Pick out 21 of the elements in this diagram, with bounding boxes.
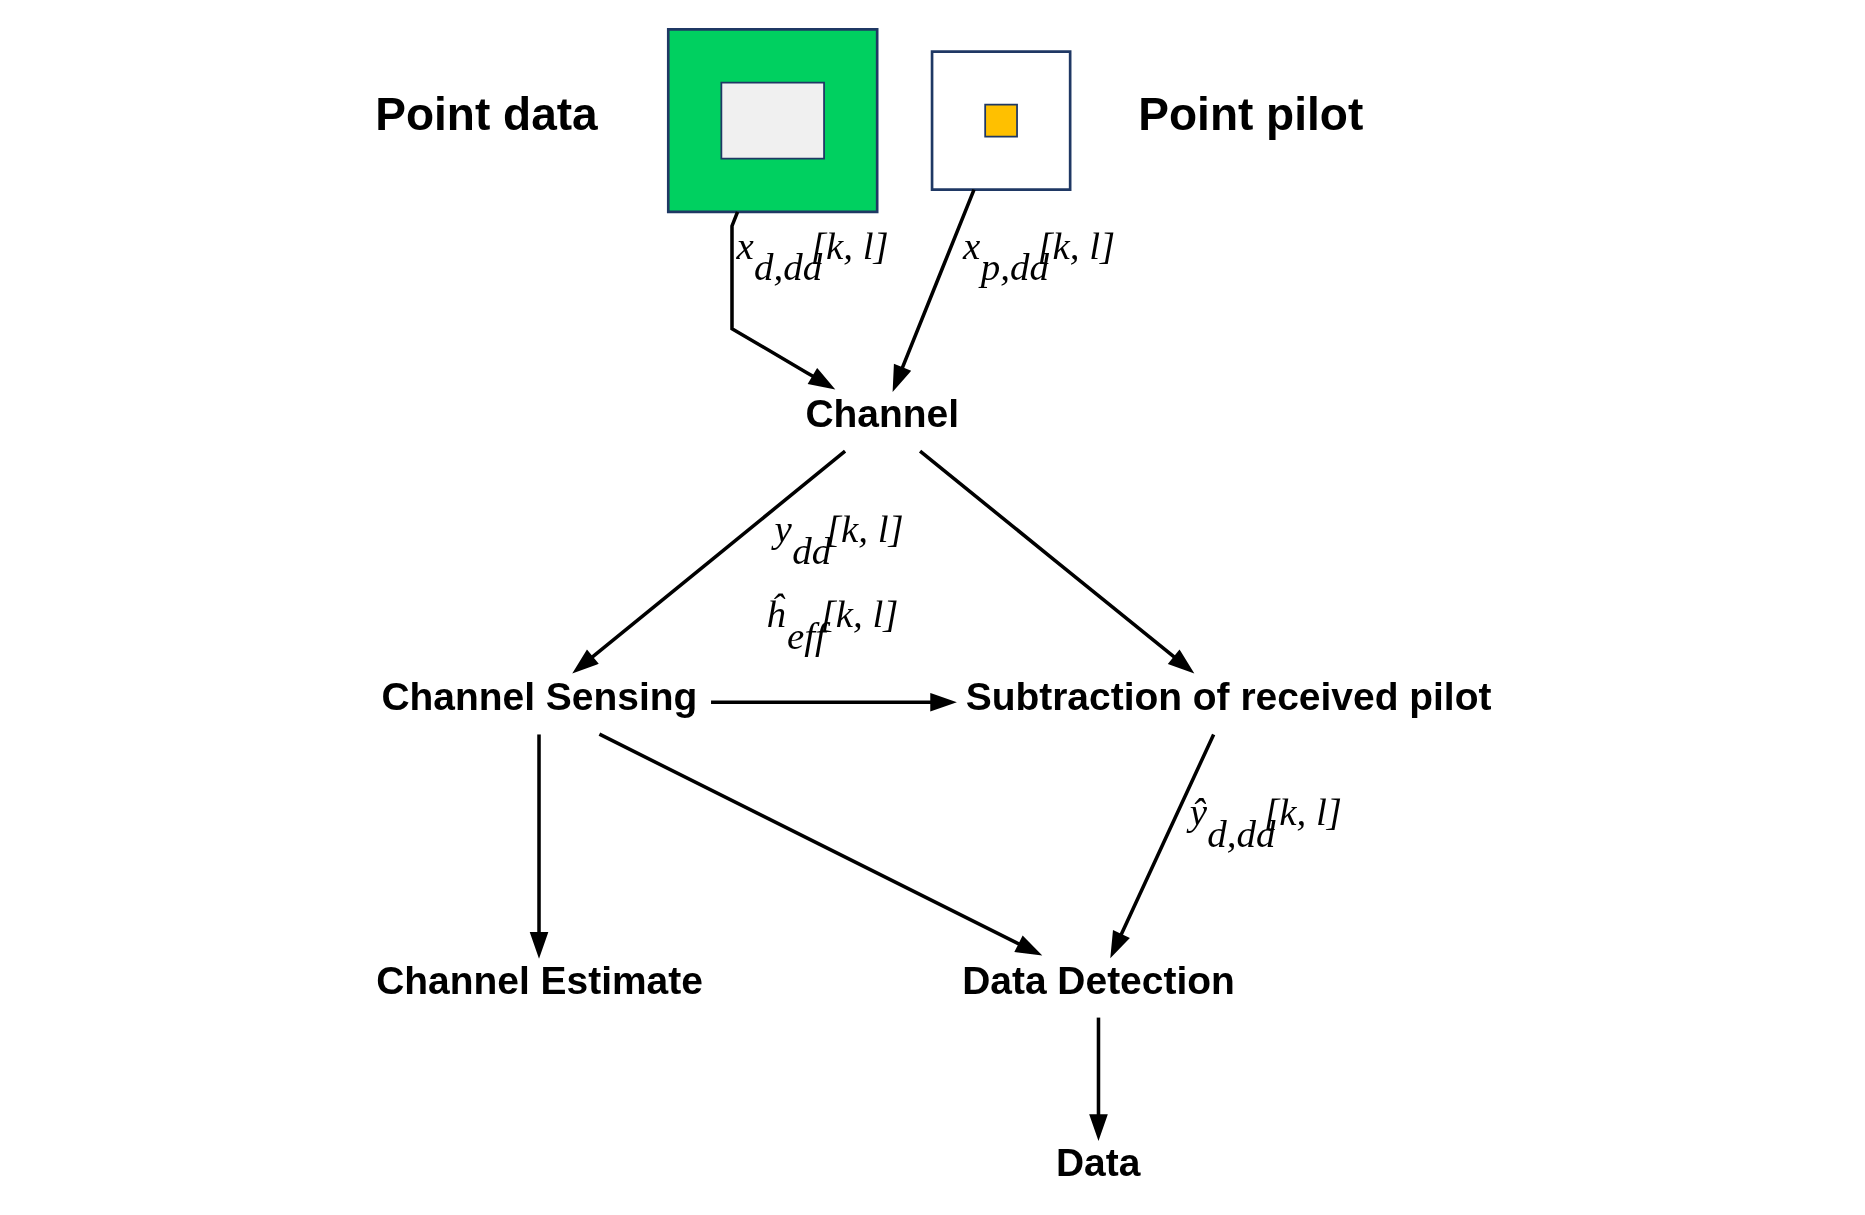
node-text: Data [1055,1141,1141,1184]
arrow [598,732,1043,956]
arrow [892,189,976,392]
cluster [666,28,879,214]
arrow [1110,733,1216,959]
cluster [930,50,1072,191]
node-label: Point data [375,88,598,141]
node-box [984,103,1018,138]
arrow [730,211,836,390]
node-text: Subtraction of received pilot [965,675,1492,719]
arrow [1089,1017,1108,1141]
node-text: Channel Sensing [381,675,698,719]
arrow [572,449,847,674]
node-label: Point pilot [1138,88,1364,141]
arrow [711,692,957,712]
node-box [720,81,825,160]
node-text: Channel Estimate [376,958,703,1002]
node-text: Channel [805,392,960,436]
arrow [918,449,1195,674]
arrow [529,734,549,959]
node-text: Data Detection [962,958,1235,1002]
